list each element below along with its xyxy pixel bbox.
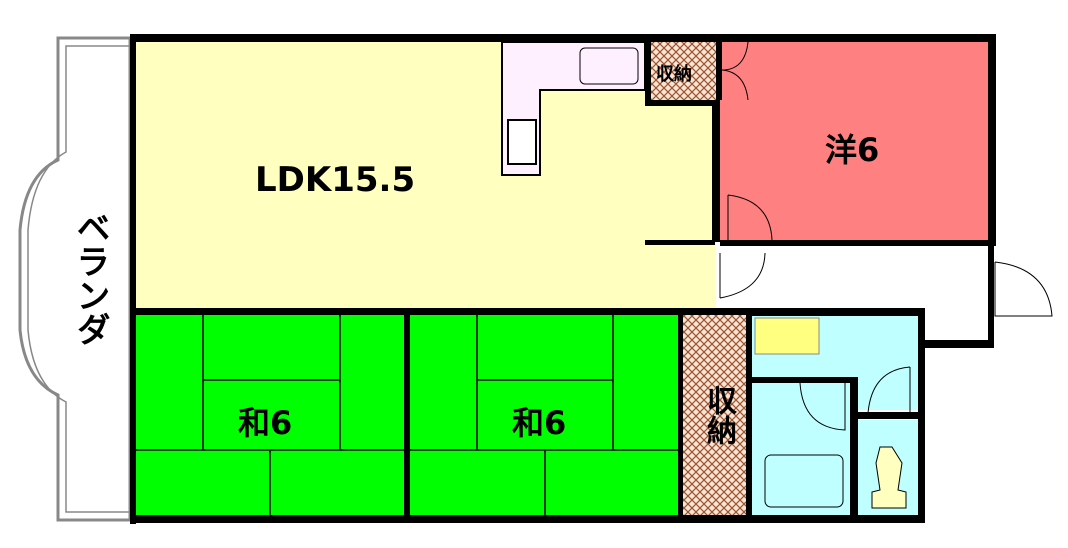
- walls: [130, 34, 996, 524]
- stove-icon: [507, 119, 537, 165]
- bathtub-icon: [764, 454, 844, 508]
- room-label-storage-right: 収納: [701, 385, 736, 445]
- veranda: [18, 36, 132, 522]
- room-label-japanese-right: 和6: [512, 404, 567, 442]
- door-swings: [719, 41, 1053, 431]
- hallway: [716, 246, 990, 310]
- washbasin-icon: [754, 317, 820, 355]
- sink-icon: [579, 47, 639, 85]
- tatami-lines: [136, 315, 680, 515]
- western-room: [720, 42, 990, 240]
- room-label-ldk: LDK15.5: [255, 160, 416, 200]
- room-label-western: 洋6: [825, 131, 880, 169]
- toilet-icon: [871, 446, 907, 509]
- room-label-storage-top: 収納: [656, 64, 692, 85]
- storage-top: [645, 42, 717, 104]
- bathroom: [752, 380, 850, 515]
- room-label-veranda: ベランダ: [70, 210, 110, 346]
- room-label-japanese-left: 和6: [238, 404, 293, 442]
- storage-right: [683, 315, 746, 515]
